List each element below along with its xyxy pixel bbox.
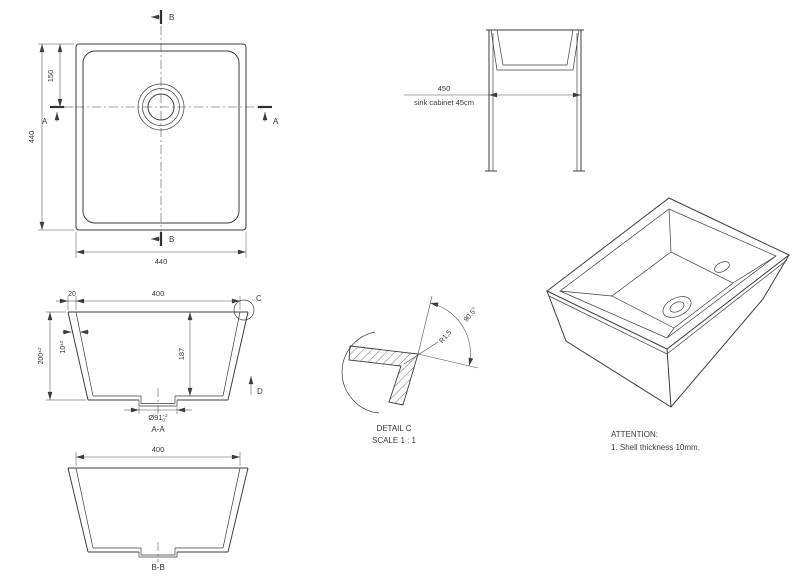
detail-c-scale: SCALE 1 : 1 (372, 436, 417, 445)
dim-drain-dia: Ø91 (148, 413, 162, 422)
iso-body-outline (546, 254, 790, 408)
section-a-title: A-A (151, 425, 165, 434)
bb-right-outer-wall (227, 467, 249, 553)
aa-left-outer-wall (67, 311, 89, 401)
dim-flange: 20 (68, 291, 76, 298)
attention-note: ATTENTION: 1. Shell thickness 10mm. (611, 430, 700, 452)
aa-left-inner-wall (75, 311, 94, 397)
dim-cabinet-width: 450 (438, 84, 451, 93)
dim-inner-depth: 187 (177, 348, 186, 361)
cabinet-caption: sink cabinet 45cm (414, 98, 474, 107)
detail-c-view: R1,5 90.5° DETAIL C SCALE 1 : 1 (341, 295, 479, 445)
dim-depth: 200 (38, 353, 45, 365)
dim-drain-tol-lower: 0 (162, 418, 165, 423)
iso-wall-edge-back (668, 208, 672, 253)
dim-depth-text: 200±2 (37, 347, 45, 364)
bb-drain-recess-outer (138, 552, 178, 558)
section-a-label-left: A (42, 117, 48, 126)
dim-overall-width: 440 (155, 257, 168, 266)
cabinet-view: 450 sink cabinet 45cm (404, 29, 585, 172)
sink-outer-profile (490, 29, 580, 71)
attention-title: ATTENTION: (611, 430, 658, 439)
dim-overall-height: 440 (27, 131, 36, 144)
dim-drain-from-top: 150 (46, 70, 55, 83)
bb-right-inner-wall (222, 467, 241, 549)
bb-left-outer-wall (67, 467, 89, 553)
detail-c-title: DETAIL C (376, 424, 411, 433)
sink-inner-profile (496, 29, 574, 66)
iso-front-corner-edge (666, 348, 672, 408)
dim-depth-tolerance: ±2 (37, 347, 43, 353)
dim-inner-width: 400 (152, 289, 165, 298)
dim-shell-text: 10±2 (59, 340, 67, 353)
dim-bb-inner-width: 400 (152, 445, 165, 454)
iso-drain-inner (669, 301, 685, 313)
detail-corner-section (348, 345, 419, 406)
angle-line-1 (417, 295, 433, 355)
detail-c-callout-label: C (256, 294, 262, 303)
iso-wall-edge-right (732, 255, 777, 284)
aa-drain-recess-inner (140, 396, 176, 404)
detail-boundary-arc (341, 331, 380, 414)
iso-overflow-hole (714, 261, 730, 273)
iso-wall-edge-front (666, 327, 675, 339)
section-b-view: 400 B-B (67, 445, 249, 572)
iso-drain-outer (662, 296, 692, 318)
attention-item-1: 1. Shell thickness 10mm. (611, 443, 700, 452)
detail-c-callout-circle (233, 299, 255, 321)
direction-d-label: D (257, 387, 263, 396)
section-b-title: B-B (151, 563, 164, 572)
iso-rim-inner (559, 208, 777, 339)
section-a-label-right: A (273, 117, 279, 126)
aa-right-outer-wall (227, 311, 249, 401)
bb-left-inner-wall (75, 467, 94, 549)
aa-right-inner-wall (222, 311, 241, 397)
iso-wall-edge-left (559, 290, 613, 297)
detail-angle-label: 90.5° (462, 306, 479, 324)
dim-shell-tolerance: ±2 (59, 340, 65, 346)
angle-arc (429, 302, 474, 367)
plan-view: B B A A 440 150 440 (27, 10, 279, 266)
dim-drain-tol-upper: +2 (163, 413, 169, 418)
detail-radius-label: R1,5 (438, 329, 453, 345)
dim-shell: 10 (60, 346, 67, 354)
section-b-label-bottom: B (169, 235, 174, 244)
isometric-view (546, 197, 790, 408)
iso-rim-thickness-line (548, 259, 788, 355)
section-b-label-top: B (169, 13, 174, 22)
